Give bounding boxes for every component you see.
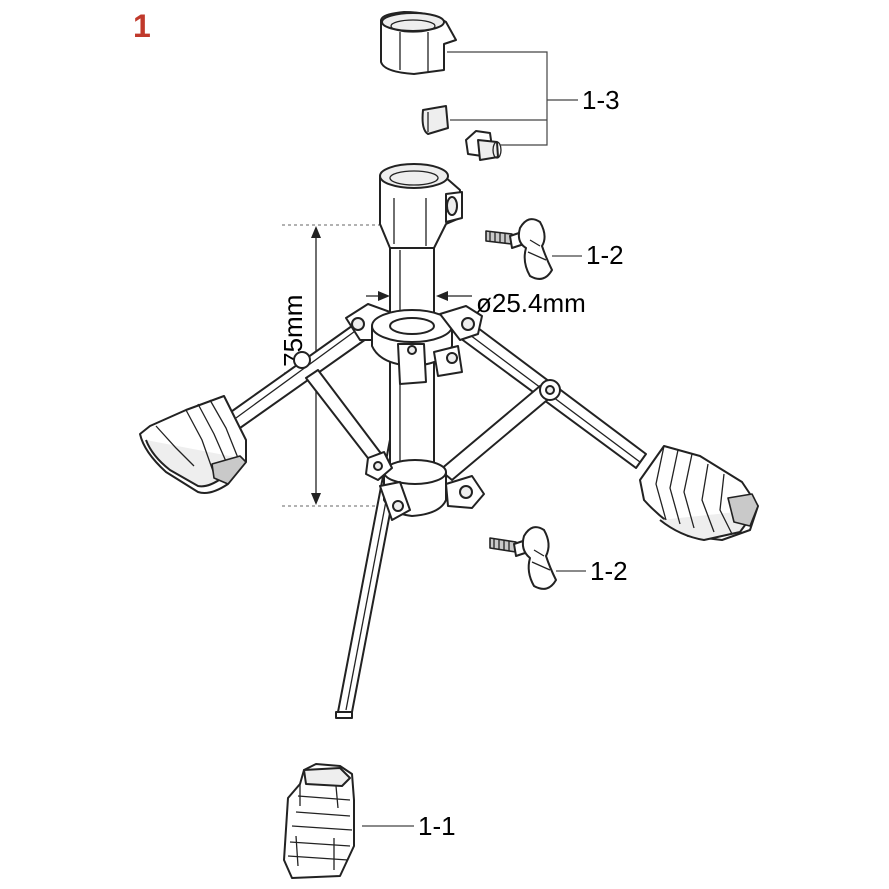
right-leg-part: [439, 321, 647, 481]
upper-clamp-part: [345, 303, 483, 385]
insert-pad-part: [421, 105, 449, 135]
label-1-2-upper: 1-2: [586, 240, 624, 270]
lower-clamp-part: [365, 451, 485, 521]
wing-nut-upper-part: [485, 218, 553, 280]
left-foot-part: [139, 395, 247, 494]
diameter-label: ø25.4mm: [476, 288, 586, 318]
leader-line-1-3: [447, 51, 578, 146]
bolt-nut-part: [465, 130, 502, 161]
right-foot-part: [639, 445, 759, 541]
diameter-dimension: [366, 291, 472, 301]
label-1-2-lower: 1-2: [590, 556, 628, 586]
wing-nut-lower-part: [489, 526, 557, 590]
rubber-tip-part: [283, 763, 355, 879]
label-1-3: 1-3: [582, 85, 620, 115]
label-1-1: 1-1: [418, 811, 456, 841]
step-number: 1: [133, 8, 151, 44]
top-sleeve-part: [380, 11, 457, 75]
